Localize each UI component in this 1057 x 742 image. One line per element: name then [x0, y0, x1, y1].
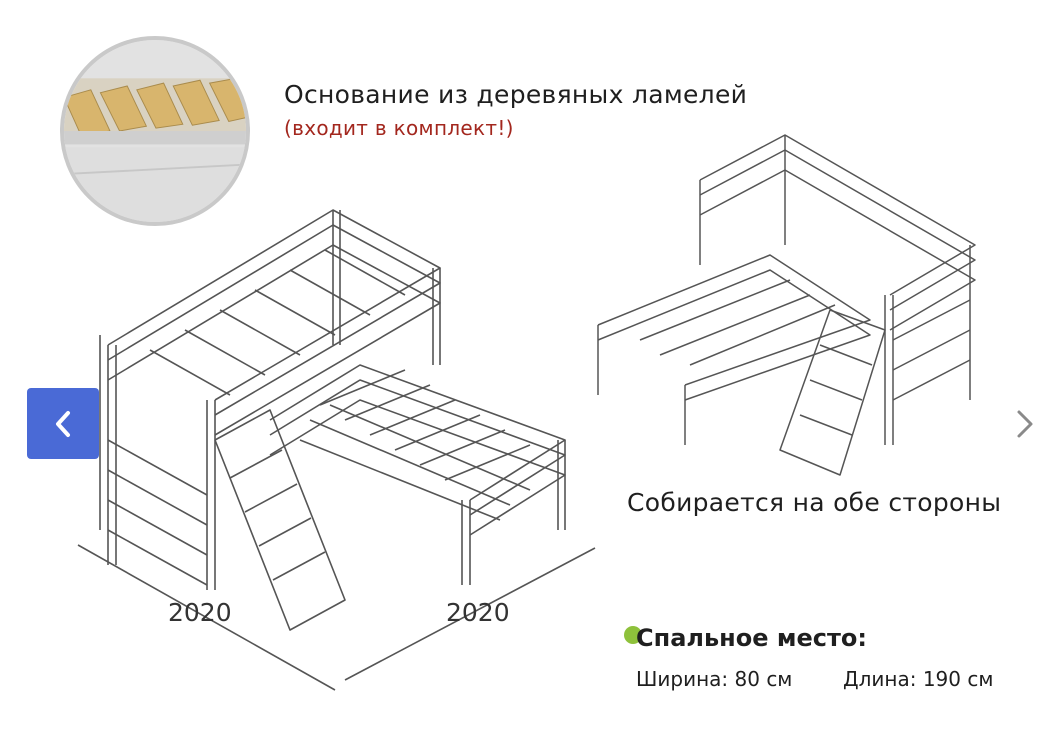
- chevron-left-icon: [56, 410, 70, 437]
- sleeping-place-title: Спальное место:: [636, 624, 867, 652]
- assembly-caption: Собирается на обе стороны: [627, 488, 1002, 517]
- bullet-dot: [624, 626, 642, 644]
- chevron-right-icon: [1017, 410, 1033, 438]
- previous-image-button[interactable]: [27, 388, 99, 459]
- sleeping-place-length: Длина: 190 см: [843, 667, 994, 691]
- dimension-label-right: 2020: [446, 598, 510, 627]
- next-image-button[interactable]: [1010, 405, 1040, 443]
- slats-title: Основание из деревяных ламелей: [284, 80, 748, 109]
- sleeping-place-width: Ширина: 80 см: [636, 667, 793, 691]
- dimension-label-left: 2020: [168, 598, 232, 627]
- slats-included-note: (входит в комплект!): [284, 116, 514, 140]
